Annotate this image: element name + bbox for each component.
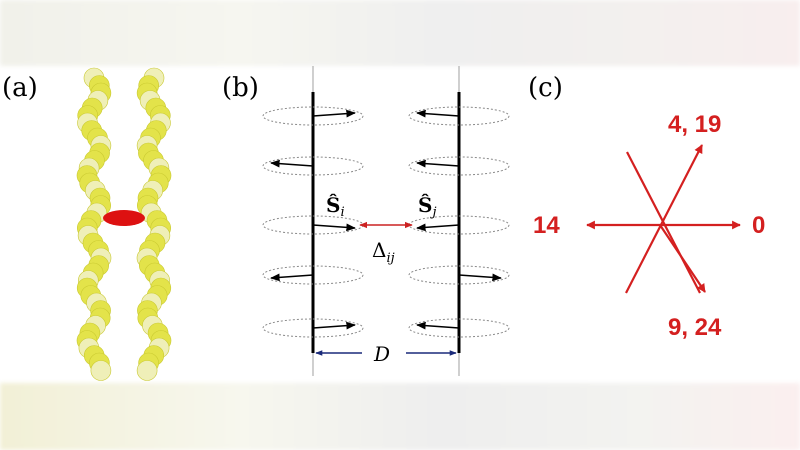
- spin-arrow: [270, 159, 314, 168]
- label-up-right: 4, 19: [668, 111, 721, 138]
- spin-orbit: [408, 265, 510, 285]
- spin-orbit: [262, 265, 364, 285]
- spin-arrow: [270, 273, 314, 282]
- panel-b: (b) Ŝi Ŝj Δij D: [222, 66, 510, 376]
- spin-arrow: [312, 223, 356, 232]
- panel-a-label: (a): [2, 73, 38, 103]
- spin-arrow: [312, 109, 356, 118]
- spin-arrow: [416, 159, 460, 168]
- blurred-bottom-band: [0, 383, 800, 450]
- label-left: 14: [533, 212, 560, 239]
- spin-orbit: [262, 156, 364, 176]
- arrow-down-right: [659, 224, 706, 293]
- spin-orbit: [262, 318, 364, 338]
- label-down-right: 9, 24: [668, 314, 722, 341]
- bead: [136, 360, 158, 381]
- spin-orbit: [408, 318, 510, 338]
- panel-b-label: (b): [222, 73, 259, 103]
- diagonal-line: [626, 151, 701, 294]
- spin-orbit: [408, 106, 510, 126]
- delta-label: Δij: [372, 238, 395, 266]
- blurred-top-band: [0, 0, 800, 66]
- spin-arrow: [458, 273, 502, 282]
- arrow-up-right: [625, 144, 703, 294]
- spin-arrow: [416, 321, 460, 330]
- spin-i-label: Ŝi: [326, 192, 345, 220]
- label-right: 0: [752, 212, 765, 239]
- distance-label: D: [373, 342, 390, 366]
- spin-arrow: [416, 109, 460, 118]
- spin-arrow: [312, 321, 356, 330]
- left-polymer-strand: [76, 67, 112, 381]
- spin-arrows: [262, 106, 510, 338]
- spin-orbit: [262, 106, 364, 126]
- bond-ellipse: [103, 210, 145, 226]
- spin-arrow: [416, 223, 460, 232]
- panel-c-label: (c): [528, 73, 563, 103]
- panel-a: (a): [2, 67, 172, 381]
- spin-j-label: Ŝj: [418, 192, 436, 220]
- panel-c: (c) 4, 19 14 0 9, 24: [528, 73, 765, 341]
- bead: [90, 360, 112, 381]
- spin-orbit: [408, 156, 510, 176]
- right-polymer-strand: [136, 67, 172, 381]
